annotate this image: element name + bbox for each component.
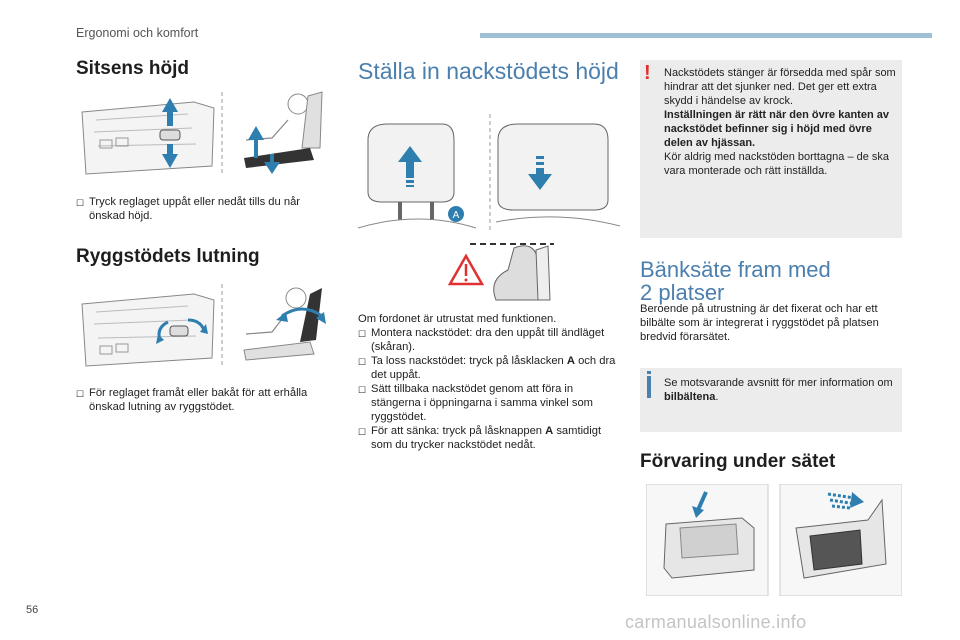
exclamation-icon: [447, 253, 485, 286]
checkbox-bullet-icon: ☐: [358, 427, 367, 437]
warning-bold-text: Inställningen är rätt när den övre kante…: [664, 109, 889, 149]
seat-height-title: Sitsens höjd: [76, 58, 189, 79]
storage-illustration: [646, 484, 902, 596]
backrest-title: Ryggstödets lutning: [76, 246, 260, 267]
warning-text-2: Kör aldrig med nackstöden borttagna – de…: [664, 151, 890, 177]
checkbox-bullet-icon: ☐: [358, 329, 367, 339]
checkbox-bullet-icon: ☐: [76, 198, 85, 208]
warning-text: Nackstödets stänger är försedda med spår…: [664, 67, 896, 107]
headrest-illustration: A: [358, 110, 620, 306]
page-number: 56: [26, 604, 39, 616]
seat-height-instruction: ☐Tryck reglaget uppåt eller nedåt tills …: [76, 196, 301, 222]
headrest-intro: Om fordonet är utrustat med funktionen.: [358, 313, 557, 325]
bench-text: Beroende på utrustning är det fixerat oc…: [640, 303, 879, 343]
warning-box: ! Nackstödets stänger är försedda med sp…: [640, 60, 902, 238]
label-a: A: [453, 210, 460, 221]
checkbox-bullet-icon: ☐: [76, 389, 85, 399]
checkbox-bullet-icon: ☐: [358, 385, 367, 395]
headrest-instructions: ☐Montera nackstödet: dra den uppåt till …: [358, 327, 616, 451]
backrest-illustration: [76, 280, 328, 372]
headrest-title: Ställa in nackstödets höjd: [358, 58, 619, 84]
info-link-text: bilbältena: [664, 391, 716, 403]
checkbox-bullet-icon: ☐: [358, 357, 367, 367]
exclamation-icon: !: [644, 62, 651, 84]
backrest-instruction: ☐För reglaget framåt eller bakåt för att…: [76, 387, 308, 413]
info-icon: [647, 376, 651, 398]
seat-height-illustration: [76, 88, 328, 180]
chapter-header: Ergonomi och komfort: [76, 26, 199, 40]
info-box: Se motsvarande avsnitt för mer informati…: [640, 368, 902, 432]
storage-title: Förvaring under sätet: [640, 451, 836, 472]
header-bar: [480, 33, 932, 38]
watermark: carmanualsonline.info: [625, 612, 807, 632]
